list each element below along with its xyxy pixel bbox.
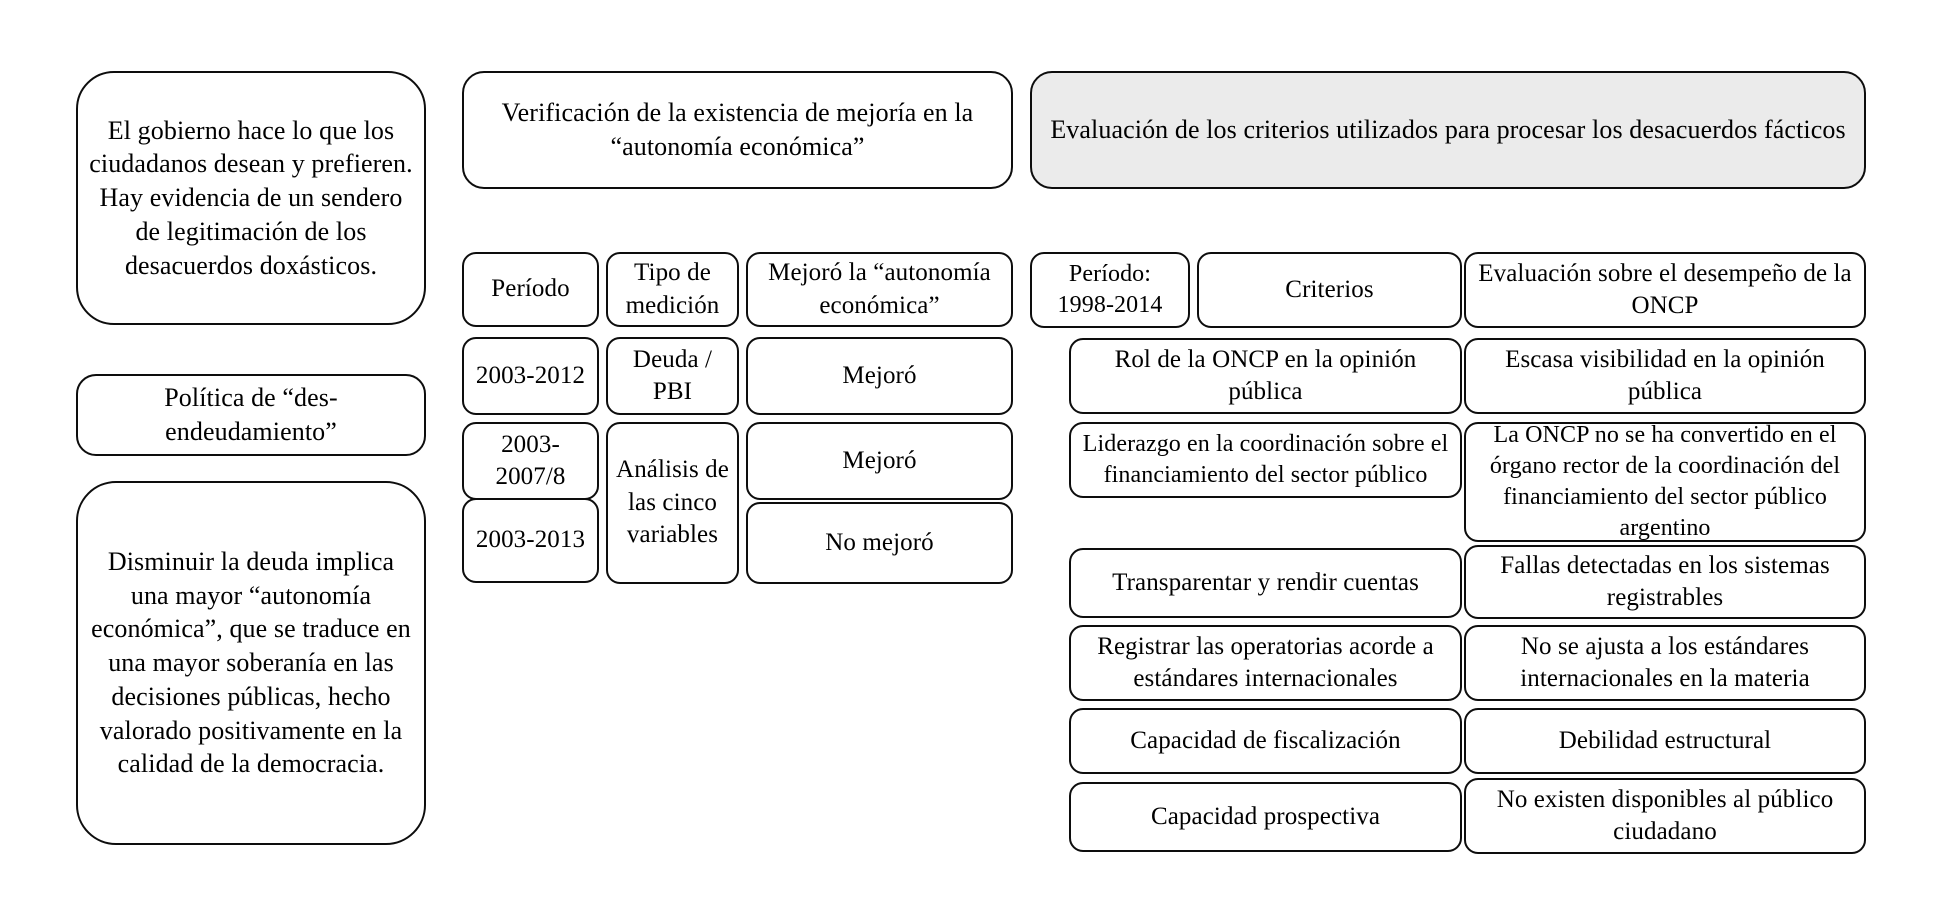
col3-table-header-periodo-text: Período: 1998-2014: [1057, 260, 1163, 318]
col2-table-header-mejoro-autonomia-text: Mejoró la “autonomía económica”: [768, 259, 991, 319]
claim-box-legitimacy-text: El gobierno hace lo que los ciudadanos d…: [89, 115, 413, 280]
col2-merged-medicion-text: Análisis de las cinco variables: [616, 456, 729, 549]
col2-table-header-tipo-medicion: Tipo de medición: [606, 252, 739, 327]
col3-row6-evaluacion: No existen disponibles al público ciudad…: [1496, 785, 1834, 846]
table-row: La ONCP no se ha convertido en el órgano…: [1464, 422, 1866, 542]
table-row: Registrar las operatorias acorde a están…: [1069, 625, 1462, 701]
col3-row6-criterio: Capacidad prospectiva: [1150, 802, 1381, 830]
col2-table-header-tipo-medicion-text: Tipo de medición: [625, 259, 720, 319]
table-row: Rol de la ONCP en la opinión pública: [1069, 338, 1462, 414]
col3-row2-evaluacion: La ONCP no se ha convertido en el órgano…: [1489, 421, 1841, 542]
col3-table-header-criterios: Criterios: [1197, 252, 1462, 328]
claim-box-legitimacy: El gobierno hace lo que los ciudadanos d…: [76, 71, 426, 325]
col3-row4-evaluacion: No se ajusta a los estándares internacio…: [1520, 632, 1810, 693]
table-row: Transparentar y rendir cuentas: [1069, 548, 1462, 618]
col2-row1-resultado: Mejoró: [842, 361, 917, 389]
table-row: Liderazgo en la coordinación sobre el fi…: [1069, 422, 1462, 498]
table-row: Fallas detectadas en los sistemas regist…: [1464, 545, 1866, 619]
col2-row1-periodo: 2003-2012: [475, 361, 586, 389]
table-row: Mejoró: [746, 422, 1013, 500]
column3-header-text: Evaluación de los criterios utilizados p…: [1050, 115, 1846, 145]
table-row: 2003-2013: [462, 498, 599, 583]
table-row: Mejoró: [746, 337, 1013, 415]
column2-header-box: Verificación de la existencia de mejoría…: [462, 71, 1013, 189]
claim-box-detail: Disminuir la deuda implica una mayor “au…: [76, 481, 426, 845]
column2-header-text: Verificación de la existencia de mejoría…: [501, 98, 974, 161]
col2-row1-medicion: Deuda / PBI: [632, 345, 713, 406]
col2-row3-resultado: No mejoró: [825, 528, 934, 556]
table-row: No se ajusta a los estándares internacio…: [1464, 625, 1866, 701]
col2-row2-periodo: 2003-2007/8: [495, 430, 566, 491]
col3-row1-evaluacion: Escasa visibilidad en la opinión pública: [1505, 345, 1825, 406]
col2-table-header-mejoro-autonomia: Mejoró la “autonomía económica”: [746, 252, 1013, 327]
claim-box-policy-text: Política de “des-endeudamiento”: [164, 383, 338, 446]
col3-row5-criterio: Capacidad de fiscalización: [1130, 726, 1401, 754]
col2-row3-periodo: 2003-2013: [475, 526, 586, 554]
col3-table-header-periodo: Período: 1998-2014: [1030, 252, 1190, 328]
table-row: Escasa visibilidad en la opinión pública: [1464, 338, 1866, 414]
table-row: 2003-2012: [462, 337, 599, 415]
table-row: No mejoró: [746, 502, 1013, 584]
table-row: Deuda / PBI: [606, 337, 739, 415]
table-row: No existen disponibles al público ciudad…: [1464, 778, 1866, 854]
col3-table-header-criterios-text: Criterios: [1285, 275, 1374, 303]
col2-row2-resultado: Mejoró: [842, 446, 917, 474]
table-row: Debilidad estructural: [1464, 708, 1866, 774]
col3-table-header-evaluacion-text: Evaluación sobre el desempeño de la ONCP: [1478, 259, 1852, 320]
table-row: 2003-2007/8: [462, 422, 599, 500]
col3-row4-criterio: Registrar las operatorias acorde a están…: [1097, 632, 1434, 693]
col3-row3-evaluacion: Fallas detectadas en los sistemas regist…: [1500, 551, 1830, 612]
col2-table-header-periodo: Período: [462, 252, 599, 327]
col3-table-header-evaluacion: Evaluación sobre el desempeño de la ONCP: [1464, 252, 1866, 328]
col3-row1-criterio: Rol de la ONCP en la opinión pública: [1114, 345, 1417, 406]
col3-row3-criterio: Transparentar y rendir cuentas: [1112, 568, 1419, 596]
claim-box-policy: Política de “des-endeudamiento”: [76, 374, 426, 456]
column3-header-box: Evaluación de los criterios utilizados p…: [1030, 71, 1866, 189]
col3-row2-criterio: Liderazgo en la coordinación sobre el fi…: [1082, 430, 1449, 488]
table-row: Capacidad prospectiva: [1069, 782, 1462, 852]
table-row: Capacidad de fiscalización: [1069, 708, 1462, 774]
col3-row5-evaluacion: Debilidad estructural: [1558, 726, 1772, 754]
col2-merged-medicion-cell: Análisis de las cinco variables: [606, 422, 739, 584]
claim-box-detail-text: Disminuir la deuda implica una mayor “au…: [91, 546, 411, 779]
col2-table-header-periodo-text: Período: [491, 275, 570, 303]
